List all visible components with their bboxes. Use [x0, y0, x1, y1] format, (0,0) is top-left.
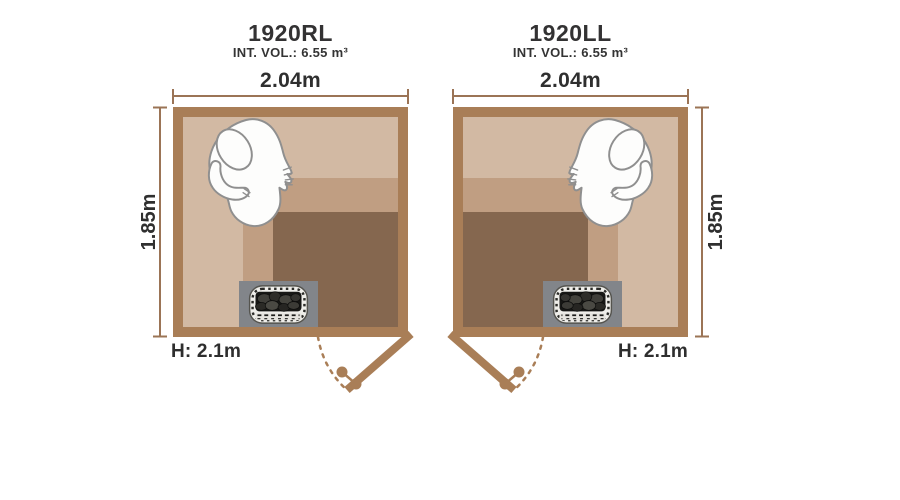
width-dimension-label: 2.04m	[539, 69, 602, 92]
heater-base	[543, 281, 622, 327]
depth-dimension-label: 1.85m	[138, 193, 160, 251]
heater-base	[239, 281, 318, 327]
height-label: H: 2.1m	[171, 341, 242, 362]
door-swing-arc	[316, 335, 349, 392]
person-top-view-icon	[207, 118, 294, 228]
door-handle	[341, 371, 357, 385]
plan-title: 1920LL	[529, 20, 612, 46]
sauna-heater-stones-icon	[552, 285, 613, 324]
sauna-room	[453, 107, 688, 337]
door-handle	[504, 371, 520, 385]
person-top-view-icon	[567, 118, 654, 228]
depth-dimension-label: 1.85m	[705, 193, 727, 251]
sauna-heater-stones-icon	[248, 285, 309, 324]
door-handle	[499, 378, 511, 390]
door-handle	[513, 366, 525, 378]
door-swing-icon	[316, 330, 414, 394]
plan-volume-label: INT. VOL.: 6.55 m³	[512, 45, 629, 60]
height-label: H: 2.1m	[617, 341, 688, 362]
sauna-floor	[183, 117, 398, 327]
door-handle	[336, 366, 348, 378]
plan-volume-label: INT. VOL.: 6.55 m³	[232, 45, 349, 60]
plan-title: 1920RL	[248, 20, 333, 46]
width-dimension-label: 2.04m	[259, 69, 322, 92]
door-leaf	[344, 330, 414, 394]
sauna-room	[173, 107, 408, 337]
sauna-floor	[463, 117, 678, 327]
door-handle	[350, 378, 362, 390]
